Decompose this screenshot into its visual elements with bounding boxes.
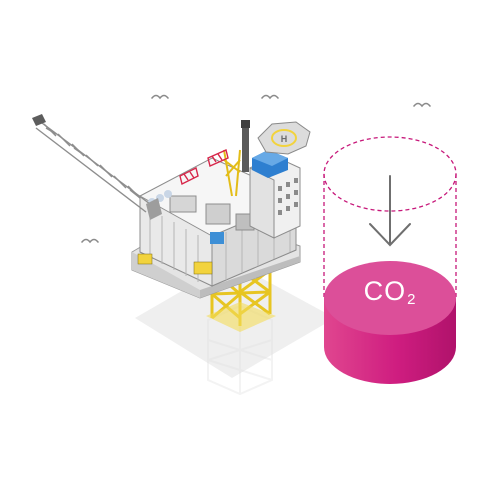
co2-label-subscript: 2 (407, 291, 417, 308)
jacket-base (206, 302, 276, 332)
co2-label-main: CO (363, 276, 407, 306)
offshore-platform-icon (131, 120, 301, 299)
storage-outline (323, 136, 457, 298)
bird-icon (81, 238, 99, 244)
co2-storage-cylinder (324, 261, 456, 384)
crane-tip (32, 114, 46, 126)
co2-label: CO2 (340, 276, 440, 308)
red-walkways (179, 149, 229, 186)
crane-icon (35, 119, 151, 213)
bird-icon (261, 94, 279, 100)
crane-base (146, 198, 162, 220)
bird-icon (413, 102, 431, 108)
bird-icon (151, 94, 169, 100)
svg-text:H: H (281, 134, 288, 144)
down-arrow-icon (369, 175, 411, 247)
helipad-icon: H (257, 121, 311, 155)
